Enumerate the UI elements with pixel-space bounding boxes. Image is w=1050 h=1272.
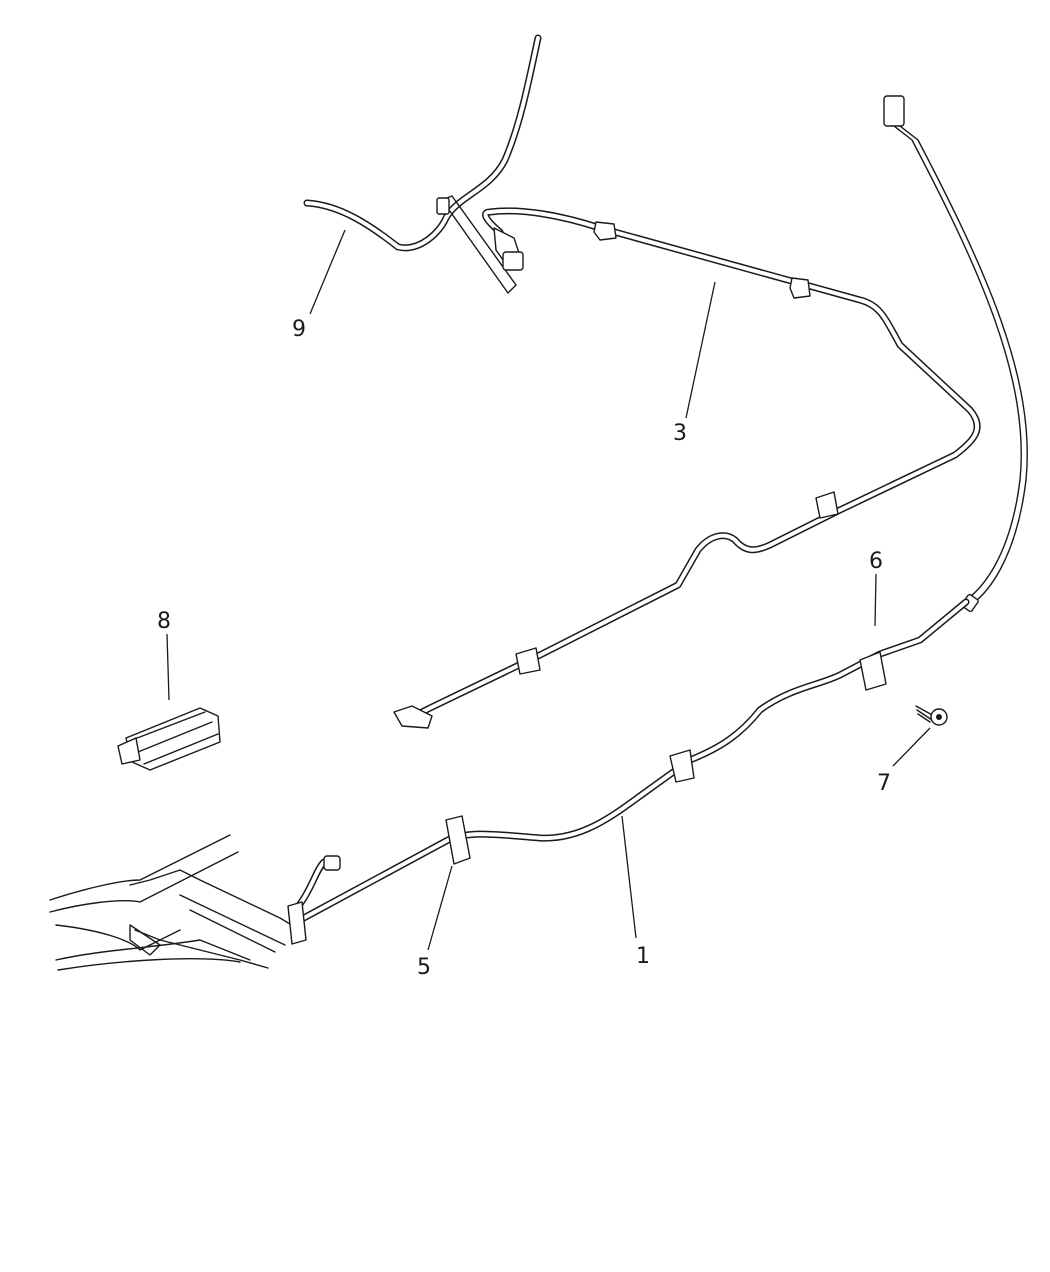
leader-5	[427, 865, 453, 951]
leader-3	[685, 281, 716, 419]
tube-part-3	[393, 207, 981, 729]
callout-3: 3	[673, 421, 687, 446]
screw-part-7	[915, 705, 948, 726]
leader-1	[621, 815, 637, 939]
leader-lines	[166, 229, 931, 951]
leader-9	[309, 229, 346, 315]
leader-6	[874, 573, 877, 627]
callout-1: 1	[636, 944, 650, 969]
callout-9: 9	[292, 317, 306, 342]
tube-part-1	[296, 598, 970, 924]
leader-8	[166, 633, 170, 701]
hose-part-9	[303, 34, 542, 294]
cable-upper-right	[883, 95, 1028, 613]
clip-part-8	[117, 707, 221, 771]
callout-5: 5	[417, 955, 431, 980]
leader-7	[892, 727, 931, 767]
callout-7: 7	[877, 771, 891, 796]
callout-6: 6	[869, 549, 883, 574]
callout-8: 8	[157, 609, 171, 634]
callout-labels: 9 3 8 6 7 1 5	[157, 317, 891, 980]
frame-rail	[49, 834, 341, 971]
